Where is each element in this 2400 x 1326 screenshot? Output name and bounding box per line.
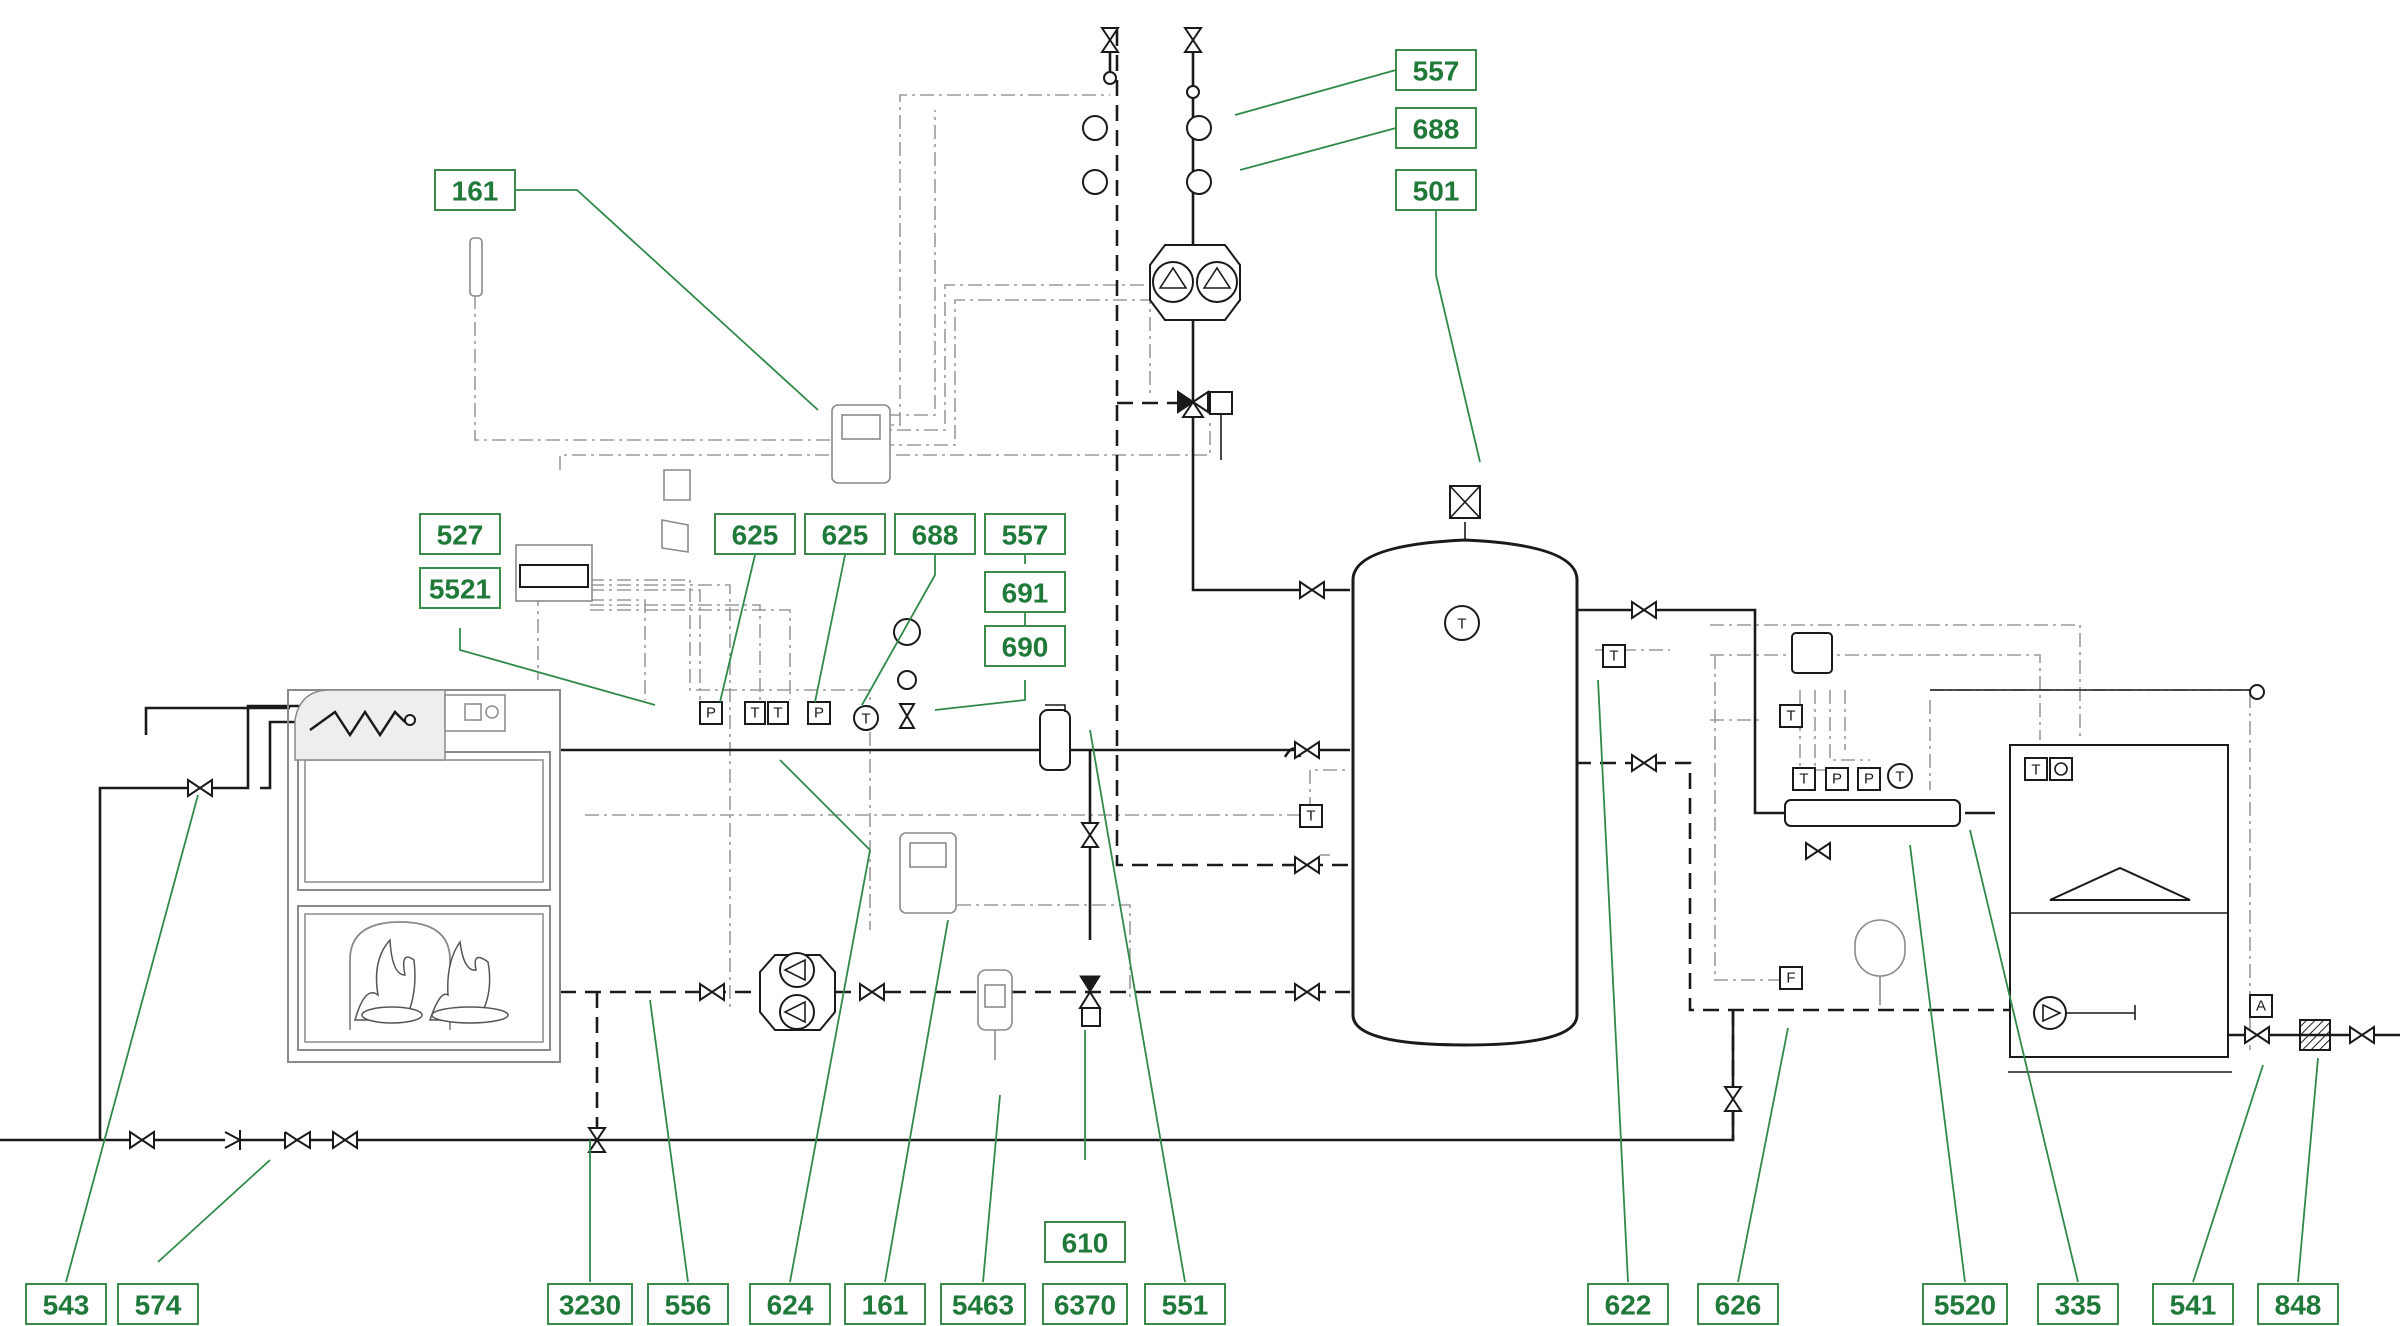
temperature-sensor-label: T: [750, 705, 759, 722]
callout-626: 626: [1697, 1283, 1779, 1325]
callout-5463: 5463: [940, 1283, 1026, 1325]
callout-688-top: 688: [1395, 107, 1477, 149]
callout-557-top: 557: [1395, 49, 1477, 91]
svg-text:161: 161: [452, 176, 499, 207]
tank-sensor-label: T: [1306, 808, 1315, 825]
callout-848: 848: [2257, 1283, 2339, 1325]
svg-text:625: 625: [822, 520, 869, 551]
svg-text:574: 574: [135, 1290, 182, 1321]
callout-5521: 5521: [419, 567, 501, 609]
svg-text:551: 551: [1162, 1290, 1209, 1321]
callout-labels: 557 688 501 161 527 5521 625 625 688 557…: [25, 49, 2339, 1325]
valves: [129, 27, 2375, 1153]
svg-text:557: 557: [1002, 520, 1049, 551]
callout-556: 556: [647, 1283, 729, 1325]
callout-691: 691: [984, 571, 1066, 613]
fire-icon: [428, 939, 491, 1021]
return-sensor-label: T: [1609, 648, 1618, 665]
callout-527: 527: [419, 513, 501, 555]
svg-text:5520: 5520: [1934, 1290, 1996, 1321]
svg-text:541: 541: [2170, 1290, 2217, 1321]
svg-text:557: 557: [1413, 56, 1460, 87]
svg-text:688: 688: [912, 520, 959, 551]
boiler: [287, 689, 561, 1063]
svg-text:501: 501: [1413, 176, 1460, 207]
fire-icon: [354, 938, 416, 1021]
svg-text:622: 622: [1605, 1290, 1652, 1321]
pump-group-return: [759, 704, 1102, 1060]
manifold-pressure-label: P: [1864, 771, 1874, 788]
callout-625-b: 625: [804, 513, 886, 555]
flow-temp-sensor-label: T: [1786, 708, 1795, 725]
callout-574: 574: [117, 1283, 199, 1325]
callout-610: 610: [1044, 1221, 1126, 1263]
callout-3230: 3230: [547, 1283, 633, 1325]
svg-text:3230: 3230: [559, 1290, 621, 1321]
svg-text:610: 610: [1062, 1228, 1109, 1259]
leader-lines: [65, 69, 2319, 1283]
pressure-sensor-label: P: [706, 705, 716, 722]
svg-text:624: 624: [767, 1290, 814, 1321]
callout-551: 551: [1144, 1283, 1226, 1325]
svg-text:691: 691: [1002, 578, 1049, 609]
manifold-temp-label: T: [1799, 771, 1808, 788]
callout-688-mid: 688: [894, 513, 976, 555]
svg-text:527: 527: [437, 520, 484, 551]
callout-622: 622: [1587, 1283, 1669, 1325]
manifold-pressure-label: P: [1832, 771, 1842, 788]
callout-5520: 5520: [1922, 1283, 2008, 1325]
auger-icon: [309, 709, 406, 738]
controllers: [469, 237, 957, 914]
svg-text:161: 161: [862, 1290, 909, 1321]
svg-text:6370: 6370: [1054, 1290, 1116, 1321]
callout-161-bottom: 161: [844, 1283, 926, 1325]
callout-161-top: 161: [434, 169, 516, 211]
pressure-sensor-label: P: [814, 705, 824, 722]
solar-station: [1149, 244, 1241, 460]
flow-sensor-label: F: [1786, 970, 1795, 987]
thermometer-label: T: [861, 711, 870, 728]
boiler-temperature-label: T: [2031, 762, 2040, 779]
callout-6370: 6370: [1042, 1283, 1128, 1325]
sensors: P T T P T T T T F T P P T A: [699, 71, 2273, 1018]
temperature-sensor-label: T: [773, 705, 782, 722]
svg-text:690: 690: [1002, 632, 1049, 663]
callout-335: 335: [2037, 1283, 2119, 1325]
callout-541: 541: [2152, 1283, 2234, 1325]
manifold-thermometer-label: T: [1895, 769, 1904, 786]
callout-557-mid: 557: [984, 513, 1066, 555]
svg-text:5463: 5463: [952, 1290, 1014, 1321]
svg-text:335: 335: [2055, 1290, 2102, 1321]
svg-text:625: 625: [732, 520, 779, 551]
callout-625-a: 625: [714, 513, 796, 555]
callout-624: 624: [749, 1283, 831, 1325]
callout-501: 501: [1395, 169, 1477, 211]
buffer-tank: T: [1351, 485, 1579, 1047]
svg-text:543: 543: [43, 1290, 90, 1321]
svg-text:626: 626: [1715, 1290, 1762, 1321]
svg-text:556: 556: [665, 1290, 712, 1321]
svg-text:848: 848: [2275, 1290, 2322, 1321]
callout-543: 543: [25, 1283, 107, 1325]
svg-text:688: 688: [1413, 114, 1460, 145]
control-lines: [474, 94, 2251, 1050]
auxiliary-boiler: T: [1854, 744, 2232, 1073]
meter-label: A: [2256, 998, 2266, 1015]
callout-690: 690: [984, 625, 1066, 667]
tank-temperature-label: T: [1457, 616, 1466, 633]
svg-text:5521: 5521: [429, 574, 491, 605]
